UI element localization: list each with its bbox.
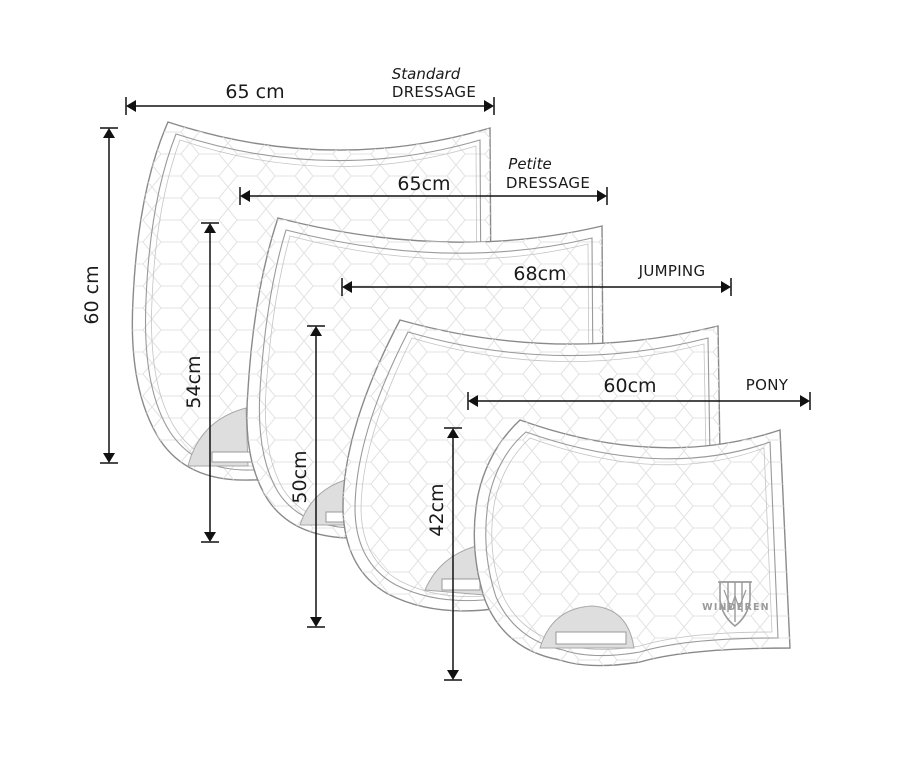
petite-width-label: 65cm	[397, 173, 450, 195]
standard-width-label: 65 cm	[225, 81, 284, 103]
standard-italic-label: Standard	[392, 65, 461, 83]
winderen-shield-icon	[718, 581, 752, 628]
pony-name-label: PONY	[746, 376, 789, 394]
labels: 65 cm Standard DRESSAGE 60 cm 65cm Petit…	[81, 65, 789, 537]
dimension-lines	[100, 97, 811, 681]
petite-name-label: DRESSAGE	[506, 174, 590, 192]
petite-italic-label: Petite	[508, 155, 551, 173]
jumping-height-label: 50cm	[289, 450, 311, 503]
pony-width-label: 60cm	[603, 375, 656, 397]
pony-height-label: 42cm	[426, 483, 448, 536]
jumping-name-label: JUMPING	[638, 262, 706, 280]
winderen-logo-text: WINDEREN	[702, 602, 770, 613]
pad-pony: WINDEREN	[473, 419, 791, 667]
standard-name-label: DRESSAGE	[392, 83, 476, 101]
petite-height-label: 54cm	[183, 355, 205, 408]
jumping-width-label: 68cm	[513, 263, 566, 285]
standard-height-label: 60 cm	[81, 265, 103, 324]
